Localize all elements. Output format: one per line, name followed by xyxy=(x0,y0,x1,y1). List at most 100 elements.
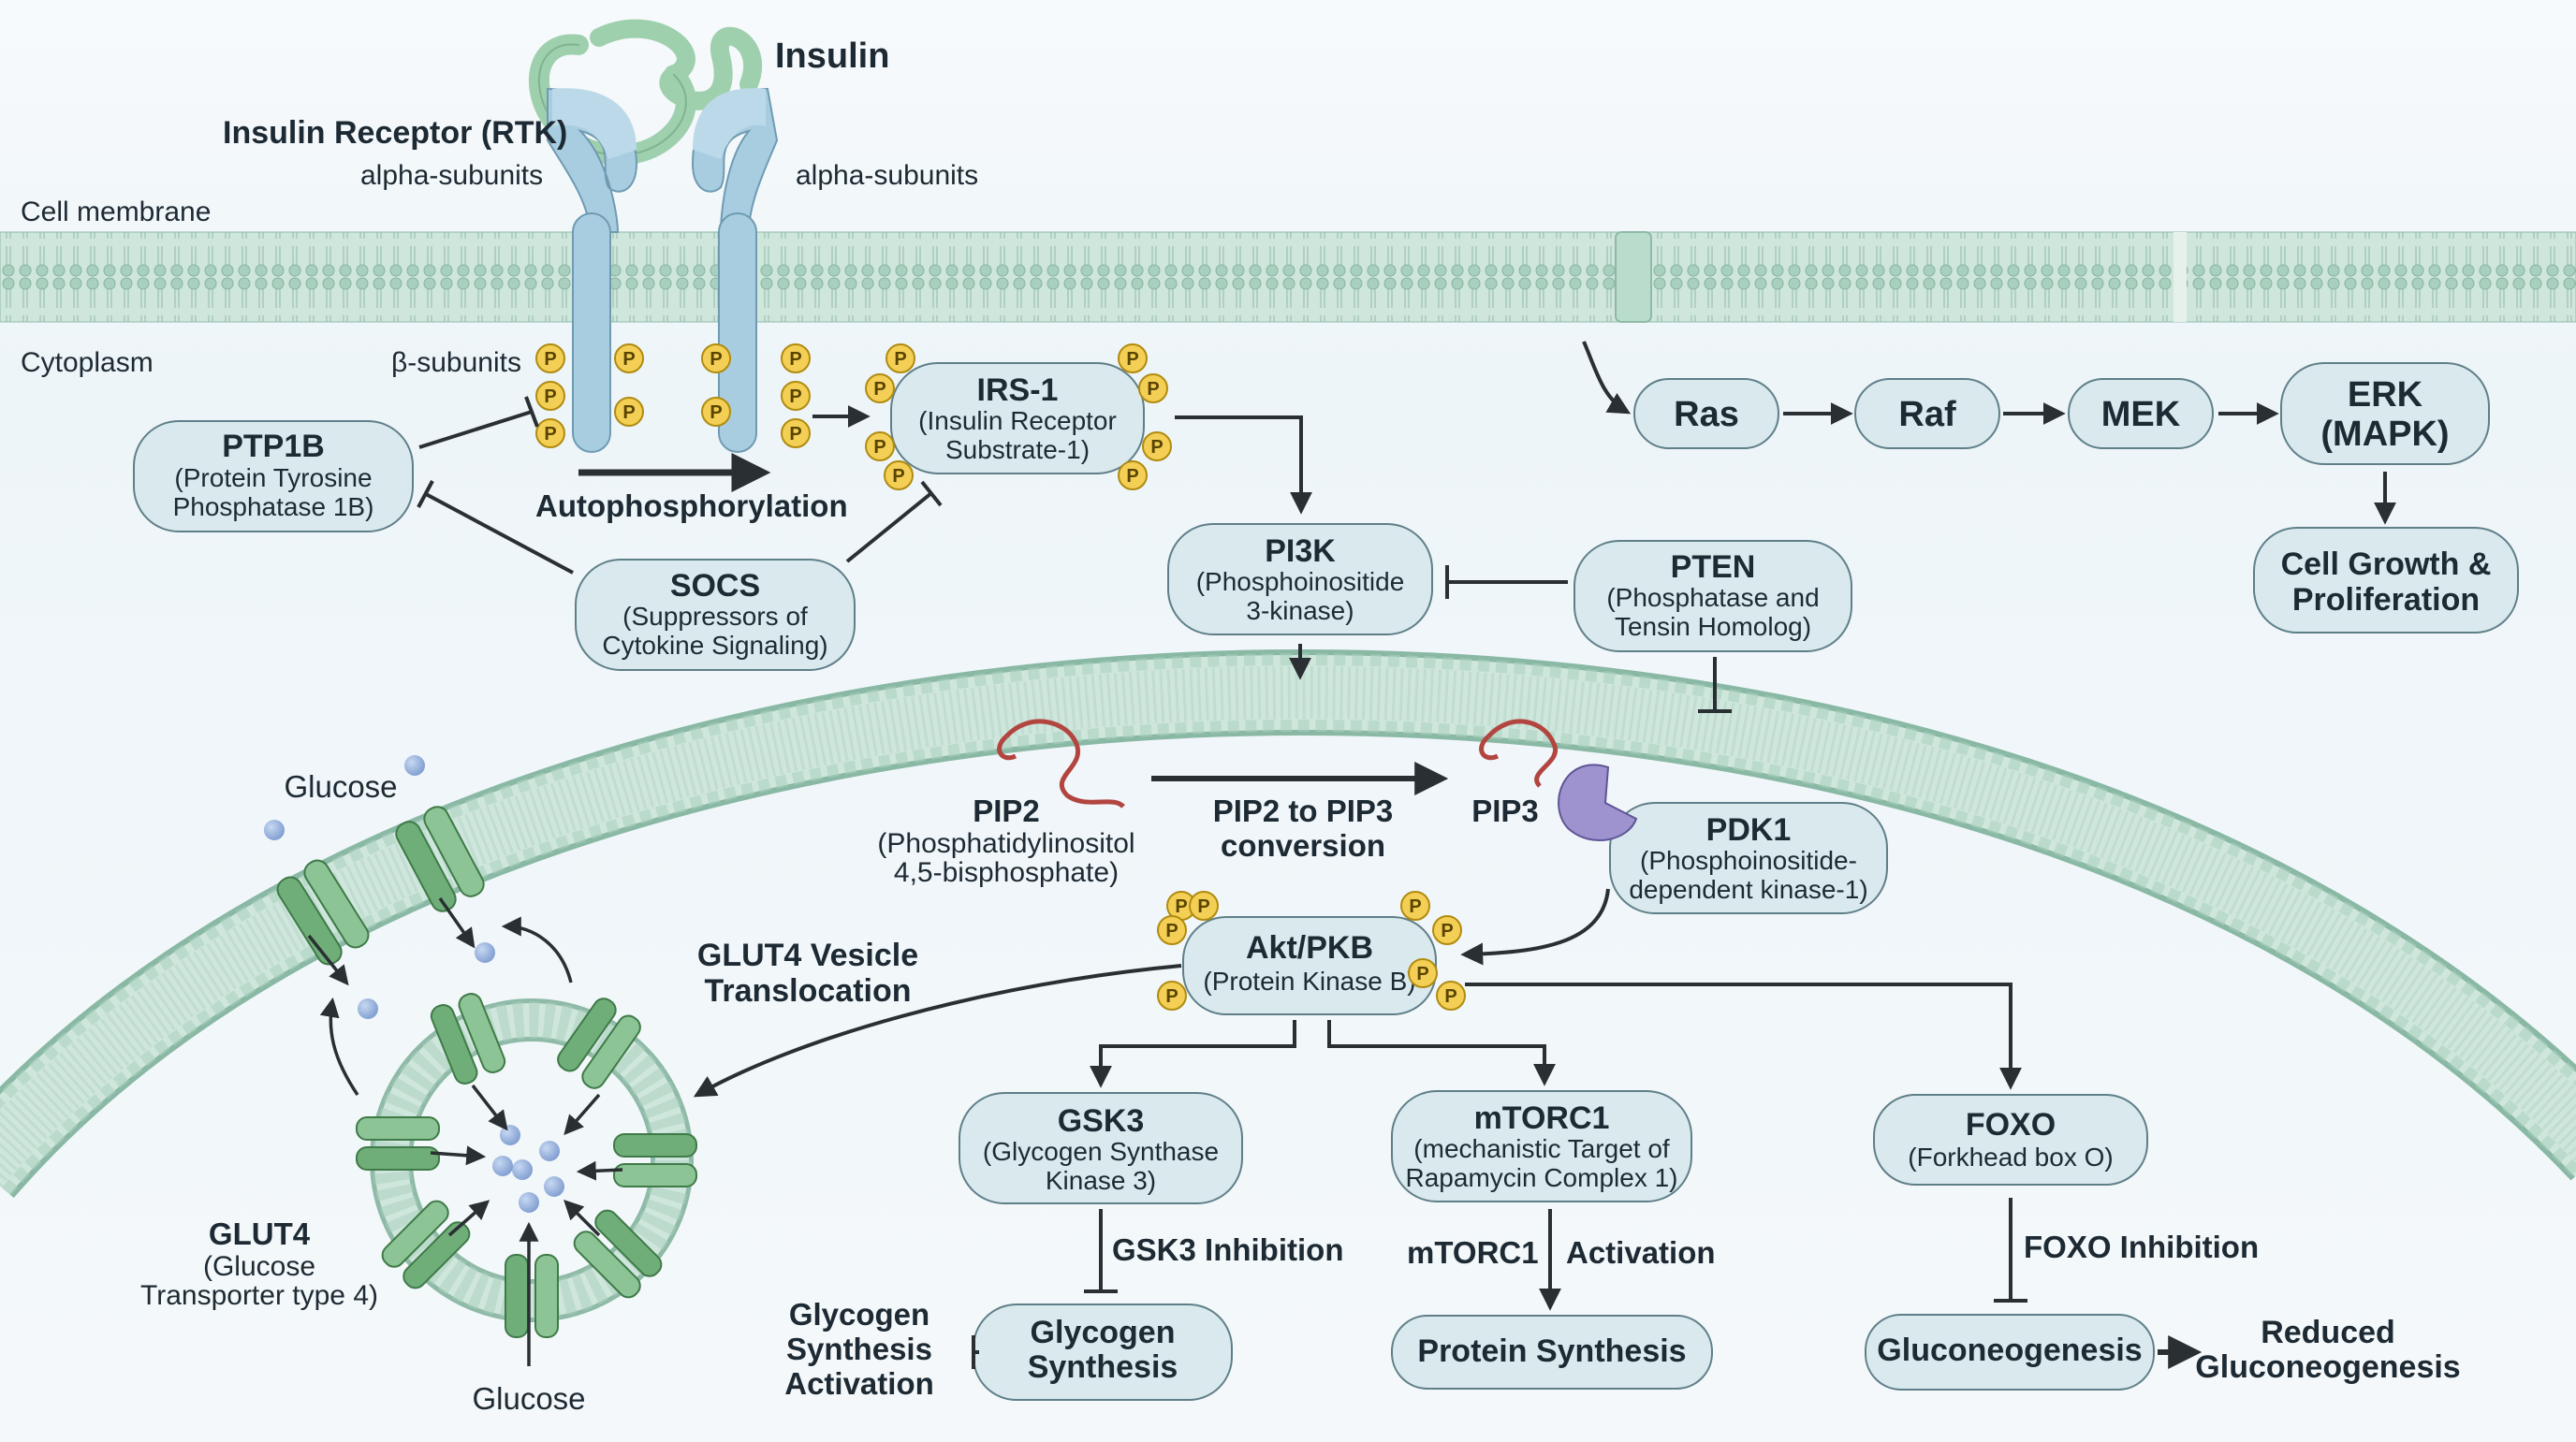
akt-to-gsk3-arrow xyxy=(1090,1020,1296,1088)
phosphate: P xyxy=(1400,891,1430,921)
glut4-transporter xyxy=(356,1116,440,1171)
node-erk[interactable]: ERK (MAPK) xyxy=(2280,362,2490,465)
svg-text:Glycogen: Glycogen xyxy=(1031,1315,1176,1350)
phosphate: P xyxy=(535,418,565,448)
svg-text:P: P xyxy=(544,349,556,370)
glut4-transporter xyxy=(573,1209,663,1299)
glut4-transporter xyxy=(430,993,506,1085)
phosphate: P xyxy=(781,381,811,411)
svg-text:(Suppressors of: (Suppressors of xyxy=(622,602,808,631)
pip2-sub2: 4,5-bisphosphate) xyxy=(894,857,1119,888)
svg-text:SOCS: SOCS xyxy=(670,568,760,604)
node-ras[interactable]: Ras xyxy=(1633,378,1779,449)
glut4-sub2: Transporter type 4) xyxy=(140,1280,378,1311)
pip2-label: PIP2 xyxy=(973,794,1040,828)
phosphate: P xyxy=(1408,958,1438,988)
node-raf[interactable]: Raf xyxy=(1854,378,2000,449)
glucose-entry-arrow xyxy=(307,934,349,986)
svg-text:P: P xyxy=(622,349,635,370)
node-irs1[interactable]: IRS-1 (Insulin Receptor Substrate-1) xyxy=(890,362,1145,474)
akt-to-foxo-arrow xyxy=(1465,983,2022,1090)
connectors xyxy=(417,341,2396,1369)
phosphate: P xyxy=(886,343,915,373)
foxo-inhibition-label: FOXO Inhibition xyxy=(2024,1230,2259,1264)
node-mek[interactable]: MEK xyxy=(2068,378,2214,449)
socs-irs1-inhibit-line xyxy=(845,491,933,563)
svg-text:Substrate-1): Substrate-1) xyxy=(945,435,1090,464)
glycogen-activation-label-1: Glycogen xyxy=(789,1297,929,1332)
svg-text:Akt/PKB: Akt/PKB xyxy=(1246,930,1373,966)
svg-text:GSK3: GSK3 xyxy=(1058,1103,1145,1139)
svg-text:P: P xyxy=(1416,964,1428,984)
glucose-in-arrow xyxy=(471,1084,508,1131)
glucose-molecule xyxy=(512,1159,533,1180)
node-glycogen-synthesis[interactable]: Glycogen Synthesis xyxy=(973,1304,1233,1401)
membrane-to-ras-arrow xyxy=(1582,341,1632,415)
svg-text:P: P xyxy=(1126,349,1138,370)
node-pdk1[interactable]: PDK1 (Phosphoinositide- dependent kinase… xyxy=(1609,802,1888,914)
autophosphorylation-label: Autophosphorylation xyxy=(535,488,848,523)
node-mtorc1[interactable]: mTORC1 (mechanistic Target of Rapamycin … xyxy=(1391,1090,1692,1202)
node-socs[interactable]: SOCS (Suppressors of Cytokine Signaling) xyxy=(575,559,856,671)
node-cell-growth[interactable]: Cell Growth & Proliferation xyxy=(2253,527,2519,634)
cytoplasm-label: Cytoplasm xyxy=(21,347,154,378)
svg-text:PDK1: PDK1 xyxy=(1706,812,1792,848)
svg-text:Ras: Ras xyxy=(1674,395,1739,434)
svg-text:P: P xyxy=(873,437,886,458)
svg-text:IRS-1: IRS-1 xyxy=(977,372,1059,408)
glucose-in-arrow xyxy=(576,1160,623,1181)
phosphate: P xyxy=(781,418,811,448)
node-ptp1b[interactable]: PTP1B (Protein Tyrosine Phosphatase 1B) xyxy=(133,420,414,532)
node-foxo[interactable]: FOXO (Forkhead box O) xyxy=(1873,1094,2148,1186)
node-gsk3[interactable]: GSK3 (Glycogen Synthase Kinase 3) xyxy=(959,1092,1243,1204)
cell-membrane-label: Cell membrane xyxy=(21,197,211,227)
phosphate: P xyxy=(865,431,895,461)
svg-text:(Insulin Receptor: (Insulin Receptor xyxy=(918,406,1117,435)
reduced-gluconeogenesis-label-2: Gluconeogenesis xyxy=(2195,1349,2460,1385)
akt-to-mtorc1-arrow xyxy=(1327,1020,1556,1086)
glut4-translocation-label-2: Translocation xyxy=(704,973,911,1009)
node-gluconeogenesis[interactable]: Gluconeogenesis xyxy=(1865,1314,2155,1391)
glut4-transporter xyxy=(505,1254,559,1338)
phosphate: P xyxy=(614,397,644,427)
glut4-transporter xyxy=(381,1200,471,1289)
glycogen-activation-label-3: Activation xyxy=(784,1366,934,1401)
svg-text:Protein Synthesis: Protein Synthesis xyxy=(1417,1333,1686,1369)
svg-text:MEK: MEK xyxy=(2101,395,2181,434)
svg-text:P: P xyxy=(1175,896,1187,917)
glut4-sub1: (Glucose xyxy=(203,1251,315,1282)
glut4-translocation-label-1: GLUT4 Vesicle xyxy=(697,938,918,973)
pip-conversion-label-2: conversion xyxy=(1221,828,1385,863)
phosphate: P xyxy=(1138,373,1168,403)
svg-text:P: P xyxy=(789,424,801,444)
phosphate: P xyxy=(701,397,731,427)
inhibit-bar xyxy=(417,480,434,508)
plasma-membrane-top xyxy=(0,231,2576,323)
glut4-transporter-membrane-2 xyxy=(395,806,485,912)
glut4-transporter xyxy=(613,1133,697,1187)
phosphate: P xyxy=(701,343,731,373)
svg-text:P: P xyxy=(710,349,722,370)
pip2-sub1: (Phosphatidylinositol xyxy=(877,828,1134,859)
irs1-phosphates: P P P P P P P P xyxy=(865,343,1172,490)
phosphate: P xyxy=(1118,343,1148,373)
glut4-transporter xyxy=(557,998,641,1089)
svg-text:P: P xyxy=(789,386,801,407)
node-akt[interactable]: Akt/PKB (Protein Kinase B) xyxy=(1182,916,1437,1015)
svg-text:P: P xyxy=(710,402,722,423)
alpha-subunits-right-label: alpha-subunits xyxy=(796,160,978,191)
glut4-transporter-membrane-1 xyxy=(276,859,370,966)
svg-text:Cell Growth &: Cell Growth & xyxy=(2281,546,2492,582)
svg-text:(Phosphoinositide: (Phosphoinositide xyxy=(1196,567,1405,596)
phosphate: P xyxy=(1118,460,1148,490)
phosphate: P xyxy=(1157,981,1187,1011)
node-protein-synthesis[interactable]: Protein Synthesis xyxy=(1391,1315,1713,1390)
svg-text:(Phosphoinositide-: (Phosphoinositide- xyxy=(1640,846,1857,875)
svg-text:(mechanistic Target of: (mechanistic Target of xyxy=(1413,1134,1670,1163)
node-pi3k[interactable]: PI3K (Phosphoinositide 3-kinase) xyxy=(1167,523,1433,635)
glycogen-activation-label-2: Synthesis xyxy=(786,1332,932,1366)
pip-conversion-label-1: PIP2 to PIP3 xyxy=(1213,794,1394,828)
node-pten[interactable]: PTEN (Phosphatase and Tensin Homolog) xyxy=(1573,540,1852,652)
ptp1b-inhibit-line xyxy=(418,410,533,449)
